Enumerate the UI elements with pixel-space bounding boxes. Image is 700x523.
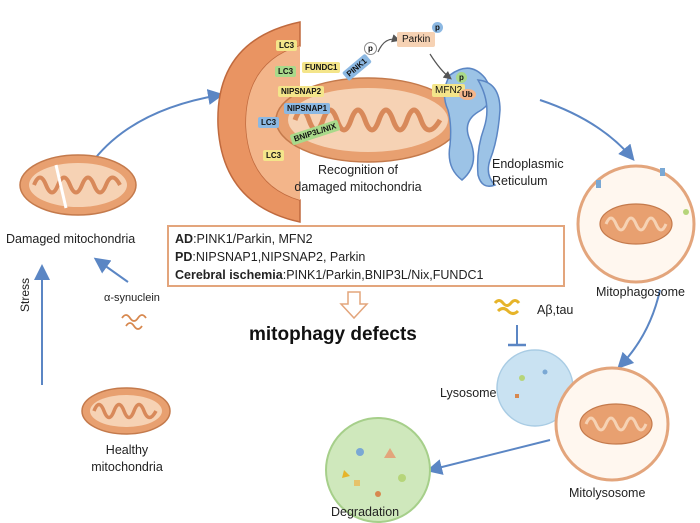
parkin-to-mfn2-arrow	[429, 53, 452, 80]
label-recognition-1: Recognition of	[318, 163, 398, 177]
mitolysosome	[554, 366, 670, 482]
arrow-synuclein-to-damaged	[93, 257, 129, 283]
arrow-damaged-to-phagophore	[89, 89, 224, 166]
mitophagy-defects-title: mitophagy defects	[249, 324, 417, 345]
label-er-1: Endoplasmic	[492, 157, 564, 171]
tag-fundc1: FUNDC1	[302, 62, 341, 73]
tag-ub: Ub	[459, 89, 476, 100]
damaged-mitochondrion	[19, 154, 137, 216]
parkin-arrow	[377, 34, 401, 53]
lysosome	[496, 349, 574, 427]
mitophagosome	[576, 164, 696, 284]
tag-nipsnap1: NIPSNAP1	[284, 103, 331, 114]
disease-name: PD	[175, 250, 193, 264]
disease-genes: PINK1/Parkin,BNIP3L/Nix,FUNDC1	[286, 268, 484, 282]
tag-lc3-4: LC3	[263, 150, 285, 161]
degradation-vesicle	[325, 417, 431, 523]
tag-p-3: p	[456, 72, 467, 83]
label-stress: Stress	[18, 277, 32, 312]
label-lysosome: Lysosome	[440, 386, 497, 400]
arrow-er-to-mitophagosome	[539, 99, 635, 162]
label-degradation: Degradation	[331, 505, 400, 519]
label-recognition-2: damaged mitochondria	[294, 180, 422, 194]
healthy-mitochondrion	[81, 387, 171, 435]
label-mitolysosome: Mitolysosome	[569, 486, 646, 500]
disease-genes: PINK1/Parkin, MFN2	[196, 232, 313, 246]
tag-mfn2: MFN2	[432, 84, 466, 97]
label-healthy-2: mitochondria	[91, 460, 163, 474]
tag-parkin: Parkin	[397, 32, 436, 47]
disease-name: Cerebral ischemia	[175, 268, 283, 282]
label-abeta: Aβ,tau	[537, 303, 574, 317]
cycle-arrows	[34, 89, 661, 475]
label-healthy-1: Healthy	[105, 443, 149, 457]
tag-lc3-3: LC3	[258, 117, 280, 128]
tag-lc3-1: LC3	[276, 40, 298, 51]
disease-name: AD	[175, 232, 194, 246]
disease-genes: NIPSNAP1,NIPSNAP2, Parkin	[195, 250, 366, 264]
label-mitophagosome: Mitophagosome	[596, 285, 685, 299]
abeta-icon	[493, 299, 521, 315]
tag-p-2: p	[432, 22, 443, 33]
defects-arrow	[339, 291, 369, 320]
disease-genes-box: AD:PINK1/Parkin, MFN2 PD:NIPSNAP1,NIPSNA…	[167, 225, 565, 287]
label-synuclein: α-synuclein	[104, 292, 160, 304]
disease-row-ad: AD:PINK1/Parkin, MFN2	[175, 232, 313, 246]
label-damaged: Damaged mitochondria	[6, 232, 136, 246]
synuclein-icon	[121, 314, 147, 330]
tag-nipsnap2: NIPSNAP2	[278, 86, 325, 97]
disease-row-pd: PD:NIPSNAP1,NIPSNAP2, Parkin	[175, 250, 366, 264]
label-er-2: Reticulum	[492, 174, 548, 188]
disease-row-ischemia: Cerebral ischemia:PINK1/Parkin,BNIP3L/Ni…	[175, 268, 484, 282]
tag-lc3-2: LC3	[275, 66, 297, 77]
arrow-mitophagosome-to-mitolysosome	[617, 289, 661, 369]
arrow-mitolysosome-to-degradation	[426, 439, 551, 475]
tag-p-1: p	[364, 42, 377, 55]
